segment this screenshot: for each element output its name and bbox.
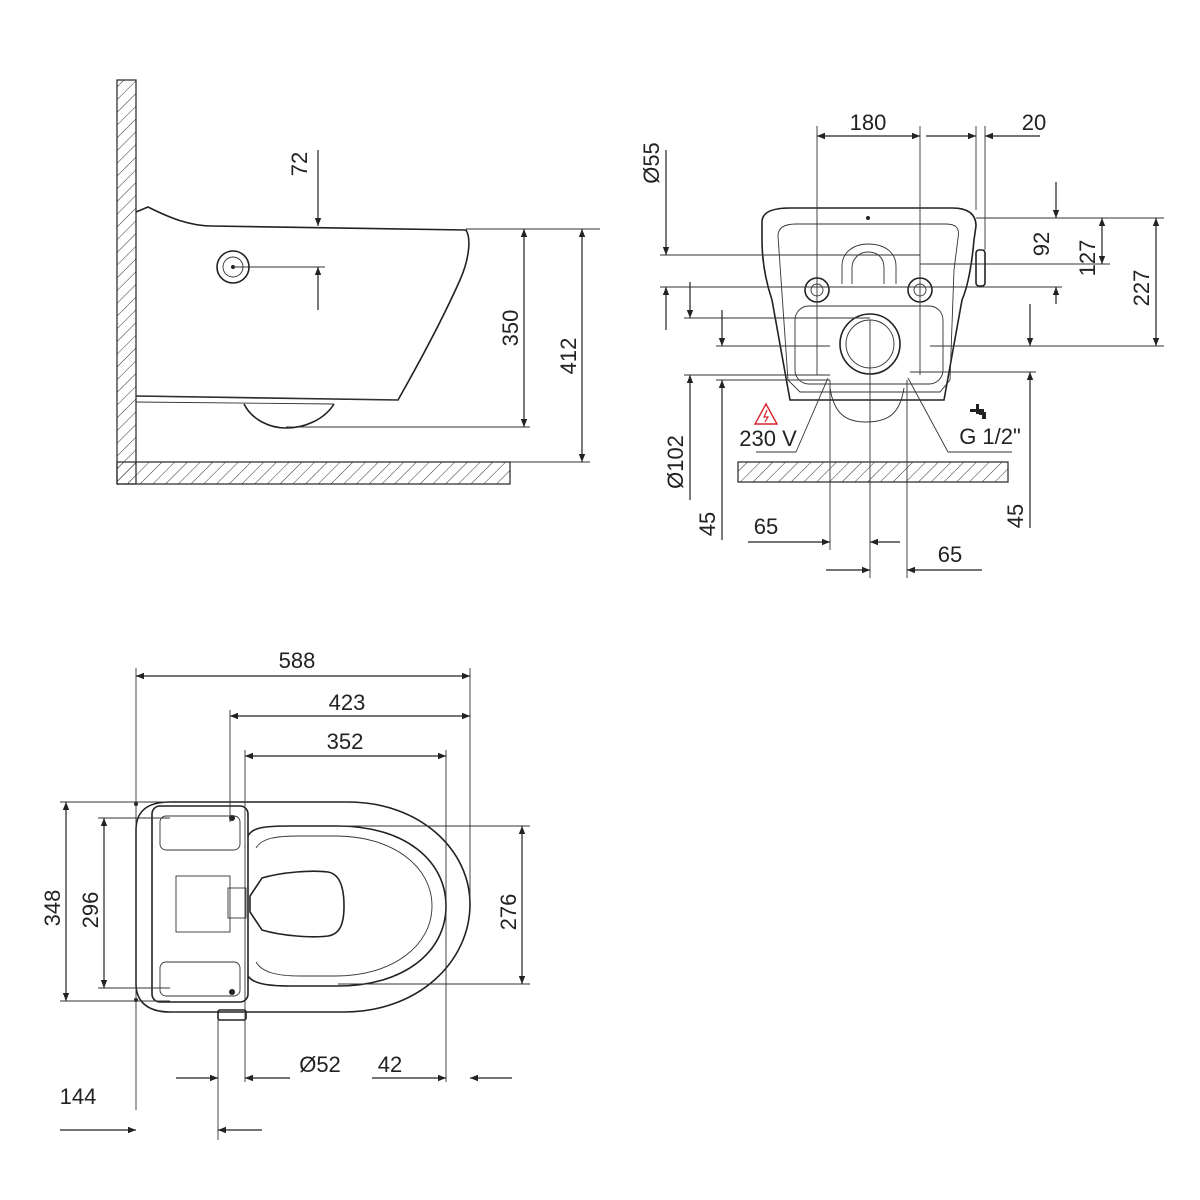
dim-20: 20 bbox=[1022, 110, 1046, 135]
dim-350: 350 bbox=[498, 310, 523, 347]
dim-65-right: 65 bbox=[938, 542, 962, 567]
dim-276: 276 bbox=[496, 894, 521, 931]
dim-92: 92 bbox=[1029, 232, 1054, 256]
dim-180: 180 bbox=[850, 110, 887, 135]
water-connection-label: G 1/2" bbox=[959, 424, 1021, 449]
dim-42: 42 bbox=[378, 1052, 402, 1077]
side-wall bbox=[116, 79, 137, 485]
dim-144: 144 bbox=[60, 1084, 97, 1109]
dim-227: 227 bbox=[1129, 270, 1154, 307]
water-tap-icon bbox=[970, 404, 986, 419]
dim-65-left: 65 bbox=[754, 514, 778, 539]
dim-423: 423 bbox=[329, 690, 366, 715]
dim-d52: Ø52 bbox=[299, 1052, 341, 1077]
dim-127: 127 bbox=[1075, 240, 1100, 277]
dim-588: 588 bbox=[279, 648, 316, 673]
top-hinge-block bbox=[151, 805, 249, 1003]
rear-view: 180 20 Ø55 92 127 227 Ø102 bbox=[639, 110, 1164, 578]
top-bowl-opening bbox=[249, 870, 345, 938]
dim-d55: Ø55 bbox=[639, 142, 664, 184]
dim-352: 352 bbox=[327, 729, 364, 754]
top-bowl-outline bbox=[135, 801, 471, 1013]
top-seat-outline bbox=[247, 825, 447, 987]
dim-72: 72 bbox=[287, 152, 312, 176]
high-voltage-warning-icon bbox=[753, 402, 779, 425]
rear-side-connector bbox=[975, 249, 986, 287]
top-outlet-connector bbox=[217, 1009, 247, 1021]
dim-348: 348 bbox=[40, 890, 65, 927]
dim-d102: Ø102 bbox=[663, 435, 688, 489]
side-outlet-pipe bbox=[243, 403, 335, 429]
dim-45-left: 45 bbox=[695, 512, 720, 536]
dim-412: 412 bbox=[556, 338, 581, 375]
side-view: 72 350 412 bbox=[116, 79, 600, 485]
rear-floor bbox=[737, 461, 1009, 483]
side-floor bbox=[116, 461, 511, 485]
dim-296: 296 bbox=[78, 892, 103, 929]
power-connection-label: 230 V bbox=[739, 426, 797, 451]
rear-body-outline bbox=[761, 207, 977, 401]
side-bowl-outline bbox=[135, 206, 470, 401]
dim-45-right: 45 bbox=[1003, 504, 1028, 528]
top-view: 588 423 352 348 296 276 Ø52 42 bbox=[40, 648, 530, 1140]
